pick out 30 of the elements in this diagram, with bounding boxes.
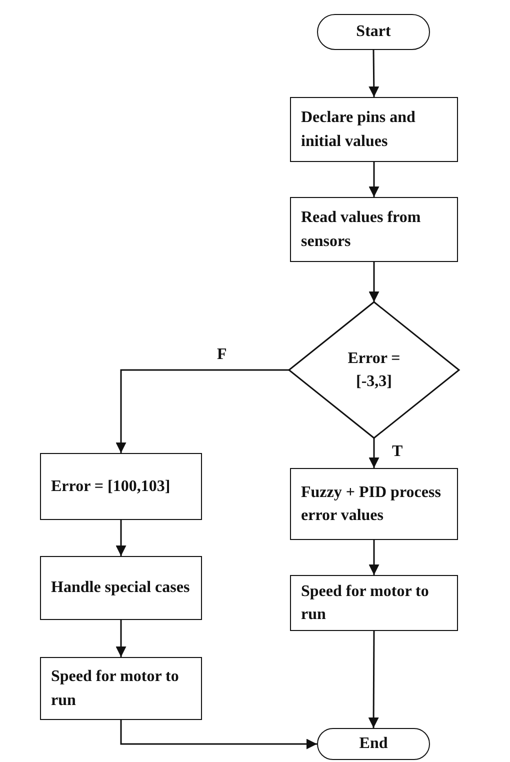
- arrow: [116, 520, 126, 556]
- node-label: Start: [356, 22, 391, 42]
- node-label: Error = [100,103]: [51, 476, 170, 497]
- node-label: Fuzzy + PID process error values: [301, 482, 442, 526]
- process-box: [40, 657, 202, 720]
- node-label: Speed for motor to run: [51, 667, 180, 710]
- arrow: [368, 438, 380, 468]
- node-label: Read values from sensors: [301, 208, 422, 252]
- arrow: [116, 620, 126, 657]
- terminal-pill: [317, 728, 430, 760]
- arrow: [116, 369, 289, 453]
- arrow: [368, 262, 380, 302]
- arrow: [368, 540, 380, 575]
- process-box: [290, 197, 458, 262]
- arrow: [368, 50, 380, 97]
- process-box: [290, 575, 458, 631]
- process-box: [290, 97, 458, 162]
- decision-diamond: [289, 302, 459, 438]
- process-box: [40, 556, 202, 620]
- process-box: [290, 468, 458, 540]
- arrow: [368, 162, 380, 197]
- node-label: Error =[-3,3]: [346, 348, 402, 392]
- node-label: Declare pins and initial values: [301, 108, 416, 152]
- arrow: [368, 631, 379, 728]
- node-label: Speed for motor to run: [301, 582, 430, 625]
- arrow: [120, 720, 317, 750]
- node-label: End: [359, 734, 388, 754]
- terminal-pill: [317, 14, 430, 50]
- node-label: Handle special cases: [51, 578, 190, 598]
- process-box: [40, 453, 202, 520]
